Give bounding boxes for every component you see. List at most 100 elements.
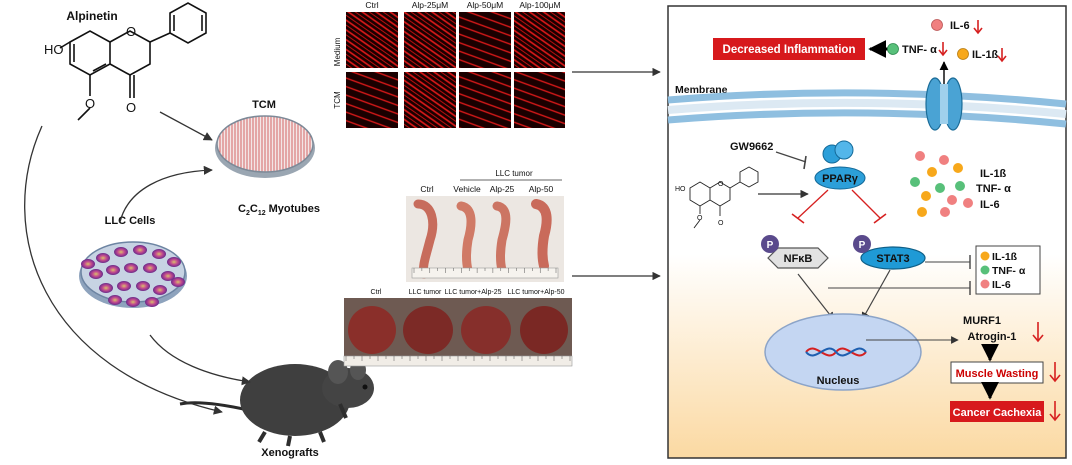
membrane-outer — [667, 89, 1067, 108]
mechanism-panel — [667, 5, 1067, 459]
nfkb-label: NFκB — [784, 253, 813, 265]
tnf-top-label: TNF- α — [902, 44, 937, 56]
ppar-inhibits-stat3 — [851, 189, 881, 219]
carbonyl-oxygen-label: O — [126, 100, 136, 115]
llc-cell — [171, 277, 185, 287]
compound-title: Alpinetin — [66, 9, 117, 23]
mice-col-label: LLC tumor+Alp-25 — [444, 289, 501, 296]
nfkb-to-nucleus — [797, 273, 835, 321]
llc-cell — [117, 281, 131, 291]
decreased-inflammation-box — [713, 38, 865, 60]
mice-col-label: LLC tumor+Alp-50 — [507, 289, 564, 296]
tnf-cluster-label: TNF- α — [976, 183, 1011, 195]
ppar-inhibits-nfkb — [797, 189, 829, 219]
mini-methoxy-o-label: O — [697, 215, 703, 222]
mini-ring-o-label: O — [718, 181, 724, 188]
mice-col-label: LLC tumor — [409, 289, 442, 296]
llc-cell — [152, 249, 166, 259]
micro-row-tcm: TCM — [333, 91, 342, 109]
alpinetin-structure — [59, 2, 207, 121]
muscle-col-label: Ctrl — [420, 184, 433, 194]
micro-col-label: Alp-100μM — [519, 0, 560, 10]
llc-cell — [124, 263, 138, 273]
mice-col-label: Ctrl — [371, 289, 382, 296]
murf1-label: MURF1 — [963, 315, 1001, 327]
nucleus — [764, 313, 922, 391]
stat3-shape — [860, 246, 926, 270]
llc-cell — [161, 271, 175, 281]
ho-label: HO — [44, 42, 64, 57]
gw9662-inhibition — [775, 151, 807, 163]
llc-cell — [108, 295, 122, 305]
llc-cell — [143, 263, 157, 273]
llc-cell — [133, 245, 147, 255]
llc-cell — [136, 281, 150, 291]
membrane-inner — [667, 109, 1067, 128]
llc-cell — [167, 257, 181, 267]
tcm-label: TCM — [252, 99, 276, 111]
llc-cell — [89, 269, 103, 279]
llc-cell — [114, 247, 128, 257]
alpinetin-mini-structure — [689, 166, 759, 229]
llc-cell — [153, 285, 167, 295]
box-il1b-label: IL-1ß — [992, 251, 1018, 263]
stat3-phospho — [853, 235, 871, 253]
muscle-col-label: Vehicle — [453, 184, 481, 194]
xenografts-label: Xenografts — [261, 447, 318, 459]
nfkb-phospho — [761, 235, 779, 253]
llc-cells-label: LLC Cells — [105, 215, 156, 227]
llc-cell — [126, 297, 140, 307]
cytokine-cluster — [910, 151, 973, 217]
membrane-channel — [925, 77, 963, 131]
llc-cell — [99, 283, 113, 293]
decreased-inflammation-text: Decreased Inflammation — [723, 44, 856, 56]
il6-top-label: IL-6 — [950, 20, 970, 32]
llc-cell — [96, 253, 110, 263]
il1b-dot-top — [957, 48, 969, 60]
il6-cluster-label: IL-6 — [980, 199, 1000, 211]
stat3-label: STAT3 — [876, 253, 909, 265]
micro-col-label: Alp-50μM — [467, 0, 504, 10]
llc-cell — [145, 297, 159, 307]
llc-cell — [81, 259, 95, 269]
muscle-wasting-text: Muscle Wasting — [956, 368, 1039, 380]
stat3-to-nucleus — [861, 269, 891, 321]
cancer-cachexia-text: Cancer Cachexia — [953, 407, 1043, 419]
micro-col-label: Alp-25μM — [412, 0, 449, 10]
ring-oxygen-label: O — [126, 24, 136, 39]
il1b-top-label: IL-1ß — [972, 49, 999, 61]
box-tnf-label: TNF- α — [992, 265, 1026, 277]
cancer-cachexia-box — [950, 401, 1044, 422]
micro-row-medium: Medium — [333, 37, 342, 66]
mice-photo — [343, 298, 573, 367]
membrane-label: Membrane — [675, 84, 728, 96]
ppar-receptor — [814, 140, 866, 190]
llc-cell — [106, 265, 120, 275]
dna-icon — [805, 347, 867, 357]
mini-carbonyl-o-label: O — [718, 220, 724, 227]
muscle-group-label: LLC tumor — [495, 169, 533, 178]
muscle-photo — [406, 196, 564, 282]
mouse-illustration — [179, 360, 374, 447]
il1b-cluster-label: IL-1ß — [980, 168, 1007, 180]
llc-dish — [79, 241, 187, 308]
il6-dot-top — [931, 19, 943, 31]
ppar-label: PPARγ — [822, 173, 859, 185]
microscopy-grid — [346, 12, 565, 128]
stat3-p-label: P — [859, 240, 866, 251]
micro-col-label: Ctrl — [365, 0, 378, 10]
tcm-dish — [215, 115, 315, 178]
nfkb-p-label: P — [767, 240, 774, 251]
mini-ho-label: HO — [675, 186, 686, 193]
atrogin-label: Atrogin-1 — [968, 331, 1017, 343]
gw9662-label: GW9662 — [730, 141, 773, 153]
nucleus-label: Nucleus — [817, 375, 860, 387]
left-flow-arrows — [24, 111, 251, 415]
tnf-dot-top — [887, 43, 899, 55]
methoxy-oxygen-label: O — [85, 96, 95, 111]
box-il6-label: IL-6 — [992, 279, 1011, 291]
muscle-col-label: Alp-50 — [529, 184, 554, 194]
muscle-col-label: Alp-25 — [490, 184, 515, 194]
